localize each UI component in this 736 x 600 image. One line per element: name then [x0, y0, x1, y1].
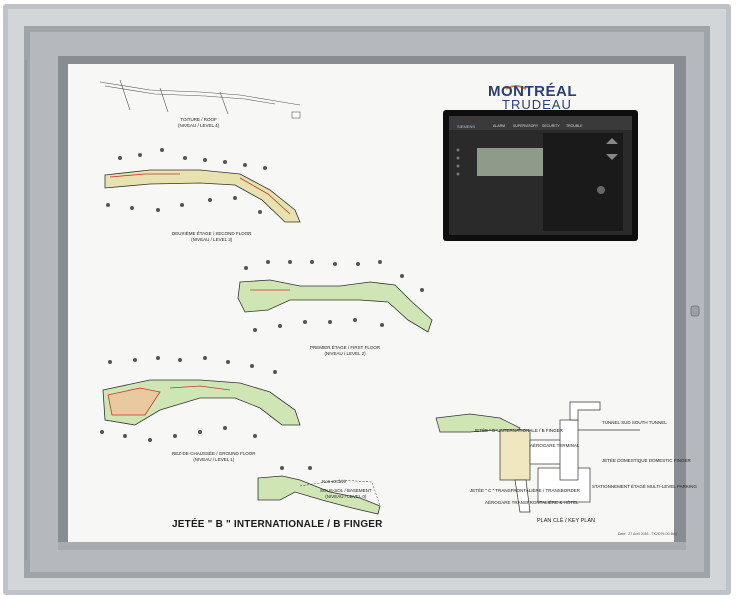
- scroll-down-button[interactable]: [606, 154, 618, 160]
- key-plan-diagram: [435, 401, 640, 513]
- footnote: Date : 27 Avril 2016 - TK2D79-00-Bdg: [618, 532, 677, 536]
- ground-floor-title: REZ-DE-CHAUSSÉE / GROUND FLOOR: [172, 451, 256, 456]
- first-floor-plan: [237, 260, 433, 333]
- lcd-display: [477, 148, 545, 176]
- basement-zone-label: Non-excavé: [322, 479, 347, 484]
- second-floor-level: (NIVEAU / LEVEL 3): [191, 236, 233, 242]
- second-floor-label: DEUXIÈME ÉTAGE / SECOND FLOOR (NIVEAU / …: [172, 231, 251, 242]
- basement-level: (NIVEAU / LEVEL 0): [325, 493, 367, 499]
- key-plan-hotel-label: AÉROGARE TRANSFRONTALIÈRE & HÔTEL: [485, 500, 579, 505]
- key-plan-b-label: JETÉE " B " INTERNATIONALE / B FINGER: [474, 428, 563, 433]
- panel-tab-alarm: ALARM: [493, 124, 506, 128]
- panel-tab-trouble: TROUBLE: [566, 124, 583, 128]
- second-floor-plan: [104, 148, 301, 223]
- first-floor-label: PREMIER ÉTAGE / FIRST FLOOR (NIVEAU / LE…: [310, 345, 380, 356]
- key-plan-title: PLAN CLÉ / KEY PLAN: [537, 518, 595, 524]
- basement-label: SOUS-SOL / BASEMENT (NIVEAU / LEVEL 0): [320, 488, 372, 499]
- basement-title: SOUS-SOL / BASEMENT: [320, 488, 372, 493]
- panel-brand: SIEMENS: [457, 124, 476, 129]
- basement-plan: [257, 466, 381, 515]
- scroll-up-button[interactable]: [606, 138, 618, 144]
- key-plan-parking-label: STATIONNEMENT ÉTAGÉ MULTI-LEVEL PARKING: [592, 484, 697, 489]
- key-plan-c-label: JETÉE " C " TRANSFRONTALIÈRE / TRANSBORD…: [470, 488, 580, 493]
- second-floor-title: DEUXIÈME ÉTAGE / SECOND FLOOR: [172, 231, 252, 236]
- panel-tab-security: SECURITY: [542, 124, 560, 128]
- roof-level: (NIVEAU / LEVEL 4): [178, 122, 220, 128]
- key-plan-terminal-label: AÉROGARE TERMINAL: [530, 443, 580, 448]
- ground-floor-plan: [100, 356, 301, 442]
- main-title: JETÉE " B " INTERNATIONALE / B FINGER: [172, 519, 383, 530]
- first-floor-title: PREMIER ÉTAGE / FIRST FLOOR: [310, 345, 381, 350]
- case-lock[interactable]: [690, 305, 700, 317]
- logo-swoosh: [505, 85, 527, 90]
- key-plan-domestic-label: JETÉE DOMESTIQUE DOMESTIC FINGER: [602, 458, 691, 463]
- montreal-logo-line2: TRUDEAU: [502, 97, 572, 112]
- roof-title: TOITURE / ROOF: [180, 117, 217, 122]
- ground-floor-label: REZ-DE-CHAUSSÉE / GROUND FLOOR (NIVEAU /…: [172, 451, 256, 462]
- roof-label: TOITURE / ROOF (NIVEAU / LEVEL 4): [178, 117, 219, 128]
- panel-tab-supervisory: SUPERVISORY: [513, 124, 539, 128]
- ground-floor-level: (NIVEAU / LEVEL 1): [193, 456, 235, 462]
- roof-plan: [99, 79, 301, 119]
- montreal-logo-line1: MONTRÉAL: [488, 83, 577, 100]
- key-plan-tunnel-label: TUNNEL SUD SOUTH TUNNEL: [602, 420, 667, 425]
- panel-button[interactable]: [597, 186, 605, 194]
- first-floor-level: (NIVEAU / LEVEL 2): [324, 350, 366, 356]
